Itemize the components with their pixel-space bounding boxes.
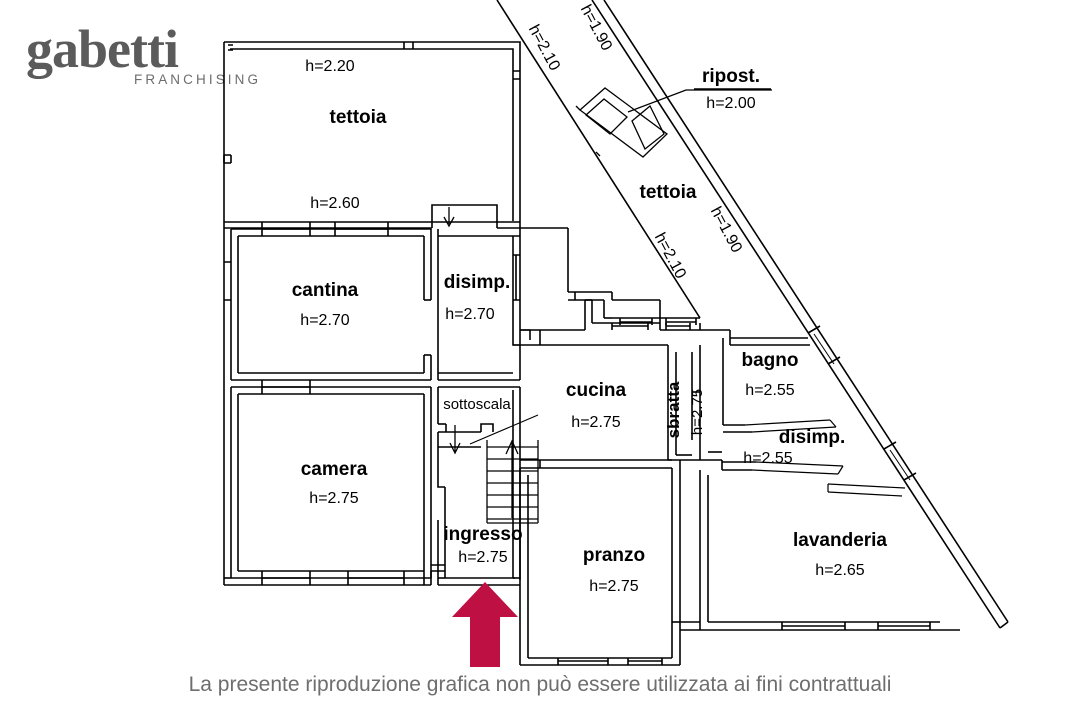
tettoia-top-outline bbox=[223, 41, 521, 585]
ripostiglio-walls bbox=[575, 87, 669, 158]
label-h-2-10-mid: h=2.10 bbox=[651, 230, 689, 282]
room-name-disimp-left: disimp. bbox=[444, 272, 511, 293]
diagonal-boundary-wall bbox=[591, 0, 1009, 629]
room-height-camera: h=2.75 bbox=[309, 490, 358, 507]
disimp-right-walls bbox=[699, 440, 906, 497]
sottoscala-walls bbox=[437, 386, 520, 520]
room-height-tettoia-top: h=2.20 bbox=[305, 58, 354, 75]
room-height-pranzo: h=2.75 bbox=[589, 578, 638, 595]
label-h-2-10-top: h=2.10 bbox=[525, 22, 563, 74]
room-name-lavanderia: lavanderia bbox=[793, 530, 887, 551]
logo-subtitle: FRANCHISING bbox=[134, 72, 262, 87]
ripost-leader bbox=[627, 89, 772, 113]
entrance-arrow-shape bbox=[452, 582, 518, 667]
room-name-cucina: cucina bbox=[566, 380, 627, 401]
room-name-cantina: cantina bbox=[292, 280, 359, 301]
room-height-disimp-left: h=2.70 bbox=[445, 306, 494, 323]
room-height-tettoia-top-h2: h=2.60 bbox=[310, 195, 359, 212]
gabetti-logo: gabetti FRANCHISING bbox=[26, 22, 266, 94]
room-name-tettoia-right: tettoia bbox=[640, 182, 697, 203]
room-name-sottoscala: sottoscala bbox=[443, 396, 511, 413]
room-height-disimp-right: h=2.55 bbox=[743, 450, 792, 467]
lavanderia-walls bbox=[699, 470, 960, 631]
cucina-walls bbox=[520, 299, 701, 469]
room-height-ripost: h=2.00 bbox=[706, 95, 755, 112]
bagno-walls bbox=[700, 329, 837, 433]
sbratta-walls bbox=[667, 345, 701, 461]
logo-wordmark: gabetti bbox=[26, 19, 179, 79]
room-height-bagno: h=2.55 bbox=[745, 382, 794, 399]
room-name-ripost: ripost. bbox=[702, 66, 760, 87]
label-sbratta-h: h=2.75 bbox=[689, 389, 706, 435]
room-height-ingresso: h=2.75 bbox=[458, 549, 507, 566]
room-name-pranzo: pranzo bbox=[583, 545, 645, 566]
room-name-disimp-right: disimp. bbox=[779, 427, 846, 448]
room-height-cucina: h=2.75 bbox=[571, 414, 620, 431]
cantina-walls bbox=[224, 222, 432, 381]
disclaimer-caption: La presente riproduzione grafica non può… bbox=[188, 673, 892, 696]
room-name-camera: camera bbox=[301, 459, 368, 480]
room-name-ingresso: ingresso bbox=[443, 524, 522, 545]
disimp-left-walls bbox=[437, 228, 540, 381]
label-sbratta-name: sbratta bbox=[664, 381, 683, 438]
misc-wall-details bbox=[513, 329, 530, 346]
room-height-lavanderia: h=2.65 bbox=[815, 562, 864, 579]
tettoia-right-walls bbox=[496, 0, 701, 325]
label-h-1-90-mid: h=1.90 bbox=[707, 204, 745, 256]
room-name-bagno: bagno bbox=[742, 350, 799, 371]
pranzo-walls bbox=[519, 460, 700, 666]
camera-walls bbox=[224, 380, 432, 586]
room-height-cantina: h=2.70 bbox=[300, 312, 349, 329]
wall-tettoia-bottom bbox=[224, 204, 520, 229]
room-name-tettoia-top: tettoia bbox=[330, 107, 387, 128]
entrance-arrow bbox=[452, 582, 518, 667]
down-arrow-sottoscala bbox=[449, 425, 461, 455]
down-arrow-disimp bbox=[443, 207, 455, 228]
